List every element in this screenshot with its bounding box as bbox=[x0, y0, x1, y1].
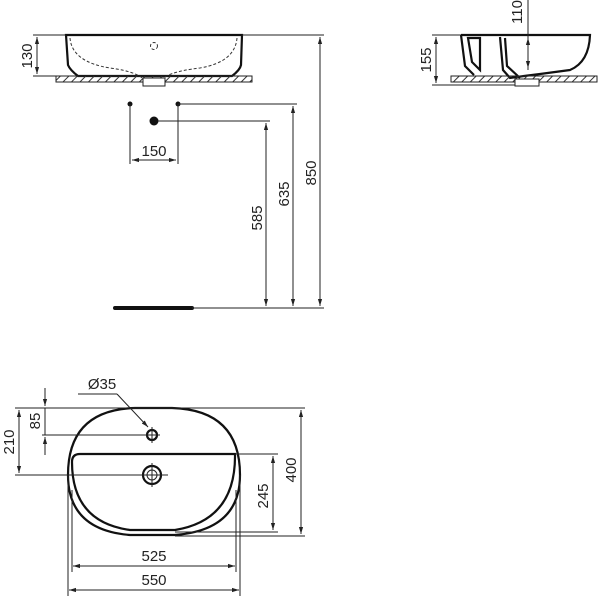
dim-tap-hole-diameter: Ø35 bbox=[88, 376, 116, 393]
overflow-icon bbox=[150, 42, 158, 50]
dim-inner-width: 525 bbox=[141, 548, 166, 565]
dim-waste-height: 585 bbox=[249, 205, 266, 230]
dim-inner-depth: 245 bbox=[255, 483, 272, 508]
top-view: Ø35 85 210 245 400 525 550 bbox=[1, 376, 305, 596]
dim-tap-hole-offset: 85 bbox=[27, 413, 44, 430]
waste-point bbox=[149, 116, 159, 126]
dim-bowl-depth: 110 bbox=[509, 0, 526, 24]
dim-counter-height: 850 bbox=[303, 160, 320, 185]
dim-outlet-spacing: 150 bbox=[141, 143, 166, 160]
basin-front-outline bbox=[64, 33, 244, 78]
dim-side-height: 155 bbox=[418, 47, 435, 72]
side-view: 155 110 bbox=[418, 0, 598, 87]
dim-basin-height: 130 bbox=[19, 43, 36, 68]
waste-outlet bbox=[142, 77, 166, 87]
bowl-top-outline bbox=[70, 452, 237, 532]
dim-supply-height: 635 bbox=[276, 181, 293, 206]
front-view: 130 150 585 635 850 bbox=[19, 33, 324, 310]
dim-overall-depth: 400 bbox=[283, 457, 300, 482]
dim-waste-offset: 210 bbox=[1, 429, 18, 454]
dim-overall-width: 550 bbox=[141, 572, 166, 589]
